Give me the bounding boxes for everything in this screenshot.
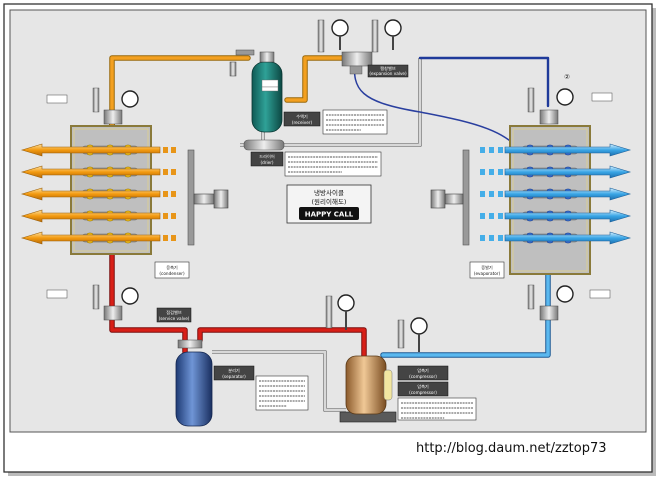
cold-air-arrow bbox=[504, 231, 632, 245]
air-dash bbox=[498, 213, 503, 219]
center-title-box: 냉방사이클 (원리이해도) HAPPY CALL bbox=[286, 184, 372, 224]
strainer bbox=[243, 139, 285, 151]
expansion-ko: 팽창밸브 bbox=[380, 65, 396, 71]
suction-pipe bbox=[380, 56, 551, 358]
evaporator-gauges: ② bbox=[527, 73, 613, 321]
hot-air-arrow bbox=[20, 209, 161, 223]
compressor-description bbox=[397, 397, 477, 421]
receiver-tank bbox=[229, 49, 283, 133]
air-dash bbox=[171, 169, 176, 175]
air-dash bbox=[489, 213, 494, 219]
evaporator-ko: 증발기 bbox=[481, 264, 493, 271]
air-dash bbox=[489, 235, 494, 241]
comp2-ko: 압축기 bbox=[417, 383, 429, 390]
compressor-gauges bbox=[325, 294, 428, 352]
condenser-ko: 응축기 bbox=[166, 264, 178, 271]
compressor-label-2: 압축기 (compressor) bbox=[397, 381, 449, 397]
comp1-en: (compressor) bbox=[409, 374, 437, 379]
air-dash bbox=[163, 213, 168, 219]
marker-number: ② bbox=[564, 73, 570, 81]
hot-air-arrow bbox=[20, 165, 161, 179]
strainer-ko: 드라이어 bbox=[259, 153, 275, 160]
air-dash bbox=[489, 169, 494, 175]
air-dash bbox=[498, 235, 503, 241]
accum-ko: 분리기 bbox=[228, 367, 240, 374]
air-dash bbox=[498, 169, 503, 175]
cold-air-arrow bbox=[504, 143, 632, 157]
service-en: (service valve) bbox=[159, 316, 190, 321]
air-dash bbox=[480, 191, 485, 197]
hot-air-arrow bbox=[20, 231, 161, 245]
evaporator-en: (evaporator) bbox=[474, 271, 501, 276]
air-dash bbox=[171, 147, 176, 153]
air-dash bbox=[498, 147, 503, 153]
air-dash bbox=[498, 191, 503, 197]
strainer-description bbox=[284, 151, 382, 177]
hot-air-arrow bbox=[20, 143, 161, 157]
air-dash bbox=[489, 147, 494, 153]
accumulator-label: 분리기 (separator) bbox=[213, 365, 255, 381]
cold-air-arrow bbox=[504, 165, 632, 179]
receiver-description bbox=[322, 109, 388, 135]
compressor bbox=[339, 355, 397, 423]
air-dash bbox=[163, 191, 168, 197]
strainer-label: 드라이어 (drier) bbox=[250, 151, 284, 167]
air-dash bbox=[171, 213, 176, 219]
expansion-valve-label: 팽창밸브 (expansion valve) bbox=[367, 64, 409, 78]
pressure-gauges-top bbox=[317, 19, 402, 75]
evaporator-label: 증발기 (evaporator) bbox=[469, 261, 505, 279]
hot-air-arrows bbox=[20, 143, 161, 245]
condenser-label: 응축기 (condenser) bbox=[154, 261, 190, 279]
evaporator-fan bbox=[430, 149, 470, 246]
air-dash bbox=[480, 235, 485, 241]
cold-air-arrow bbox=[504, 187, 632, 201]
cold-air-arrow bbox=[504, 209, 632, 223]
strainer-en: (drier) bbox=[260, 160, 273, 165]
expansion-en: (expansion valve) bbox=[369, 71, 407, 76]
air-dash bbox=[489, 191, 494, 197]
air-dash bbox=[163, 169, 168, 175]
air-dash bbox=[171, 191, 176, 197]
condenser-gauges bbox=[46, 87, 139, 321]
evaporator-air-dashes bbox=[480, 147, 503, 241]
cycle-subtitle: (원리이해도) bbox=[312, 197, 347, 206]
comp2-en: (compressor) bbox=[409, 390, 437, 395]
air-dash bbox=[480, 213, 485, 219]
service-ko: 점검밸브 bbox=[166, 309, 182, 315]
air-dash bbox=[480, 169, 485, 175]
condenser-air-dashes bbox=[163, 147, 176, 241]
hot-air-arrow bbox=[20, 187, 161, 201]
cold-air-arrows bbox=[504, 143, 632, 245]
air-dash bbox=[163, 235, 168, 241]
cycle-title: 냉방사이클 bbox=[314, 188, 344, 197]
air-dash bbox=[171, 235, 176, 241]
accumulator-tank bbox=[175, 339, 213, 427]
receiver-en: (receiver) bbox=[292, 120, 313, 125]
accumulator-description bbox=[255, 375, 309, 411]
air-dash bbox=[163, 147, 168, 153]
receiver-ko: 수액기 bbox=[296, 113, 308, 120]
compressor-label-1: 압축기 (compressor) bbox=[397, 365, 449, 381]
receiver-label: 수액기 (receiver) bbox=[283, 111, 321, 127]
condenser-fan bbox=[187, 149, 229, 246]
watermark-url: http://blog.daum.net/zztop73 bbox=[416, 441, 607, 456]
accum-en: (separator) bbox=[222, 374, 246, 379]
service-valve-label: 점검밸브 (service valve) bbox=[156, 307, 192, 323]
air-dash bbox=[480, 147, 485, 153]
comp1-ko: 압축기 bbox=[417, 367, 429, 374]
condenser-en: (condenser) bbox=[159, 271, 185, 276]
brand-logo: HAPPY CALL bbox=[305, 211, 354, 219]
